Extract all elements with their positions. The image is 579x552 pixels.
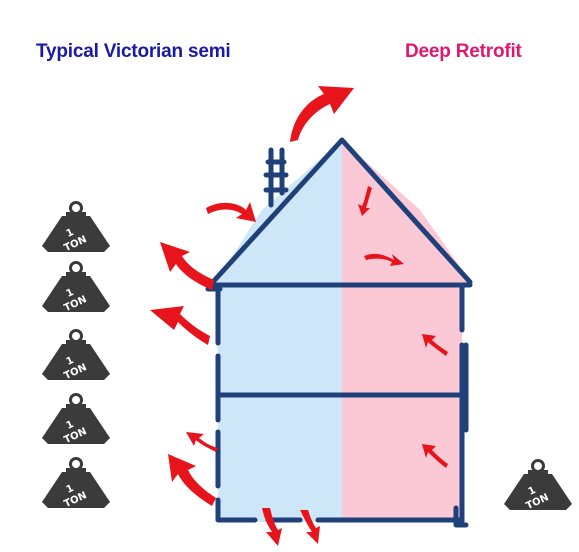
heat-arrow-retrofit-roof xyxy=(358,186,372,216)
heat-arrow-roof-top xyxy=(290,86,354,142)
heat-arrow-retrofit-attic xyxy=(364,253,404,266)
heat-arrow-upper-left-2 xyxy=(150,306,210,345)
weight-icon: 1 TON xyxy=(40,261,112,314)
foundation-right xyxy=(453,505,469,528)
heat-arrows xyxy=(150,86,448,546)
weight-icon: 1 TON xyxy=(502,459,574,512)
house-fills xyxy=(215,140,470,522)
floor-line-left xyxy=(215,497,258,523)
house-outline xyxy=(205,137,473,528)
svg-text:1: 1 xyxy=(65,483,76,496)
svg-text:1: 1 xyxy=(65,227,76,240)
heat-arrow-retrofit-upper xyxy=(422,334,448,356)
svg-text:1: 1 xyxy=(65,355,76,368)
weight-icon: 1 TON xyxy=(40,393,112,446)
svg-text:1: 1 xyxy=(65,419,76,432)
title-typical-victorian-semi: Typical Victorian semi xyxy=(36,41,231,62)
roof-line xyxy=(209,137,473,286)
heat-arrow-lower-left-small xyxy=(186,432,218,452)
heat-arrow-chimney-left xyxy=(206,202,256,222)
heat-arrow-upper-left-1 xyxy=(160,242,214,290)
heat-arrow-floor-2 xyxy=(300,510,320,544)
weight-icon: 1 TON xyxy=(40,201,112,254)
right-half-fill xyxy=(342,140,470,522)
heat-arrow-floor-1 xyxy=(262,508,282,546)
left-half-fill xyxy=(215,140,342,522)
weight-icon: 1 TON xyxy=(40,457,112,510)
svg-text:1: 1 xyxy=(65,287,76,300)
weight-stack-right: 1 TON xyxy=(502,459,574,512)
title-deep-retrofit: Deep Retrofit xyxy=(405,41,522,62)
heat-arrow-lower-left-large xyxy=(168,454,216,506)
heat-arrow-retrofit-lower xyxy=(422,444,448,468)
weight-icon: 1 TON xyxy=(40,329,112,382)
chimney xyxy=(263,147,289,208)
weight-stack-left: 1 TON 1 TON 1 TON 1 TON 1 TON xyxy=(40,201,112,510)
svg-text:1: 1 xyxy=(527,485,538,498)
